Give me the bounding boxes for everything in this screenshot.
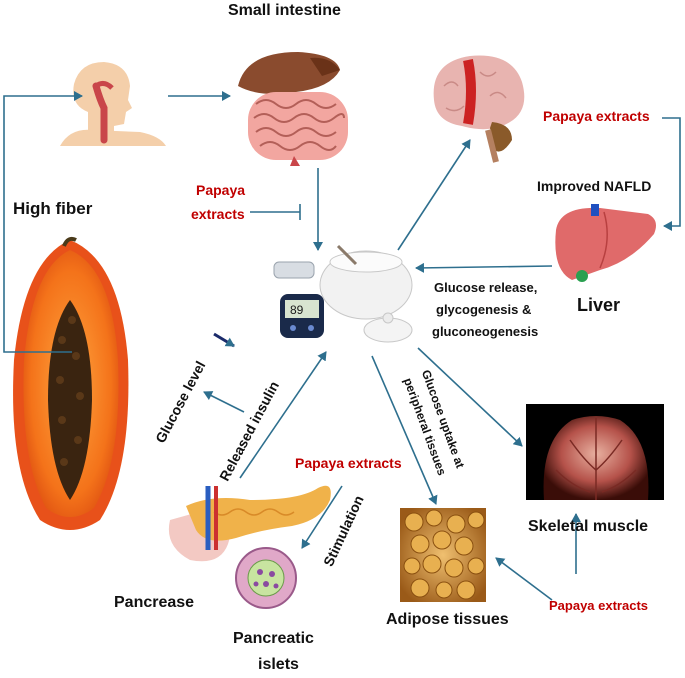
papaya-extracts-pancreas-label: Papaya extracts xyxy=(295,455,402,471)
brain-icon xyxy=(433,55,525,163)
fiber-loop-line xyxy=(3,91,83,353)
glucose-to-brain-arrow xyxy=(397,139,471,251)
papaya-to-adipose-arrow xyxy=(495,557,553,601)
insulin-arrow xyxy=(239,351,327,479)
liver-icon xyxy=(555,204,656,282)
liver-label: Liver xyxy=(577,295,621,315)
pancreatic-islets-label-2: islets xyxy=(258,656,299,673)
small-intestine-label: Small intestine xyxy=(228,2,341,19)
glucometer-sugar-icon: 89 xyxy=(273,244,413,343)
glucose-to-adipose-arrow xyxy=(371,355,438,505)
papaya-extracts-muscle-label: Papaya extracts xyxy=(549,598,649,613)
glucose-release-label-3: gluconeogenesis xyxy=(432,324,539,339)
down-arrow-icon xyxy=(213,332,235,348)
pancreas-icon xyxy=(168,485,331,562)
papaya-extracts-intestine-label-1: Papaya xyxy=(196,182,246,198)
muscle-icon xyxy=(526,404,664,500)
glucose-level-arrow xyxy=(203,391,245,413)
high-fiber-label: High fiber xyxy=(13,199,93,218)
papaya-extracts-liver-label: Papaya extracts xyxy=(543,108,650,124)
stimulation-arrow xyxy=(301,485,343,549)
skeletal-muscle-label: Skeletal muscle xyxy=(528,518,649,535)
adipose-icon xyxy=(400,508,486,602)
pancreatic-islets-label-1: Pancreatic xyxy=(233,630,314,647)
meter-reading: 89 xyxy=(290,303,304,317)
papaya-icon xyxy=(13,236,129,530)
liver-to-glucose-arrow xyxy=(415,262,553,273)
improved-nafld-label: Improved NAFLD xyxy=(537,178,652,194)
adipose-tissues-label: Adipose tissues xyxy=(386,611,509,628)
glucose-release-label-2: glycogenesis & xyxy=(436,302,532,317)
head-throat-icon xyxy=(60,62,166,146)
islet-icon xyxy=(235,547,297,609)
pancrease-label: Pancrease xyxy=(114,594,195,611)
papaya-extracts-intestine-label-2: extracts xyxy=(191,206,245,222)
glucose-release-label-1: Glucose release, xyxy=(434,280,538,295)
connectors xyxy=(3,91,681,601)
papaya-to-liver-line xyxy=(662,117,681,231)
glucose-to-muscle-arrow xyxy=(417,347,523,447)
intestine-icon xyxy=(238,52,348,166)
